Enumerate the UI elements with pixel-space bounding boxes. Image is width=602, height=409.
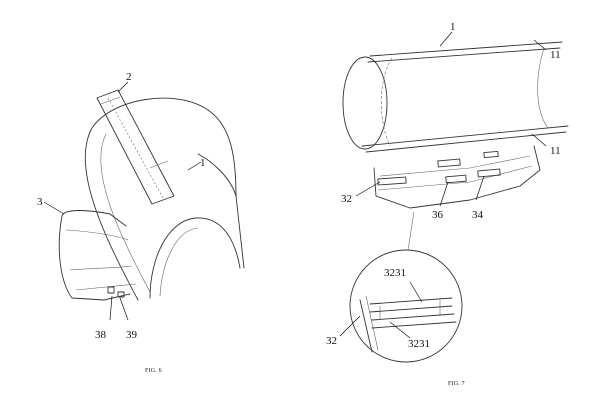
fig6-label-38: 38 [95, 329, 107, 341]
fig7-label-1: 1 [450, 21, 456, 33]
fig6-label-39: 39 [126, 329, 138, 341]
fig7-label-3231-lower: 3231 [408, 338, 430, 350]
fig7-drawing [339, 31, 569, 363]
fig7-label-11-bottom: 11 [550, 145, 561, 157]
fig6-label-1: 1 [200, 157, 206, 169]
fig7-label-11-top: 11 [550, 49, 561, 61]
fig7-label-34: 34 [472, 209, 484, 221]
fig6-caption: FIG. 6 [145, 368, 162, 374]
fig7-label-3231-upper: 3231 [384, 267, 406, 279]
fig6-drawing [43, 81, 245, 321]
fig7-caption: FIG. 7 [448, 381, 465, 387]
fig7-label-32-lower: 32 [326, 335, 337, 347]
fig6-label-2: 2 [126, 71, 132, 83]
fig7-label-36: 36 [432, 209, 444, 221]
fig7-label-32-upper: 32 [341, 193, 352, 205]
fig6-label-3: 3 [37, 196, 43, 208]
